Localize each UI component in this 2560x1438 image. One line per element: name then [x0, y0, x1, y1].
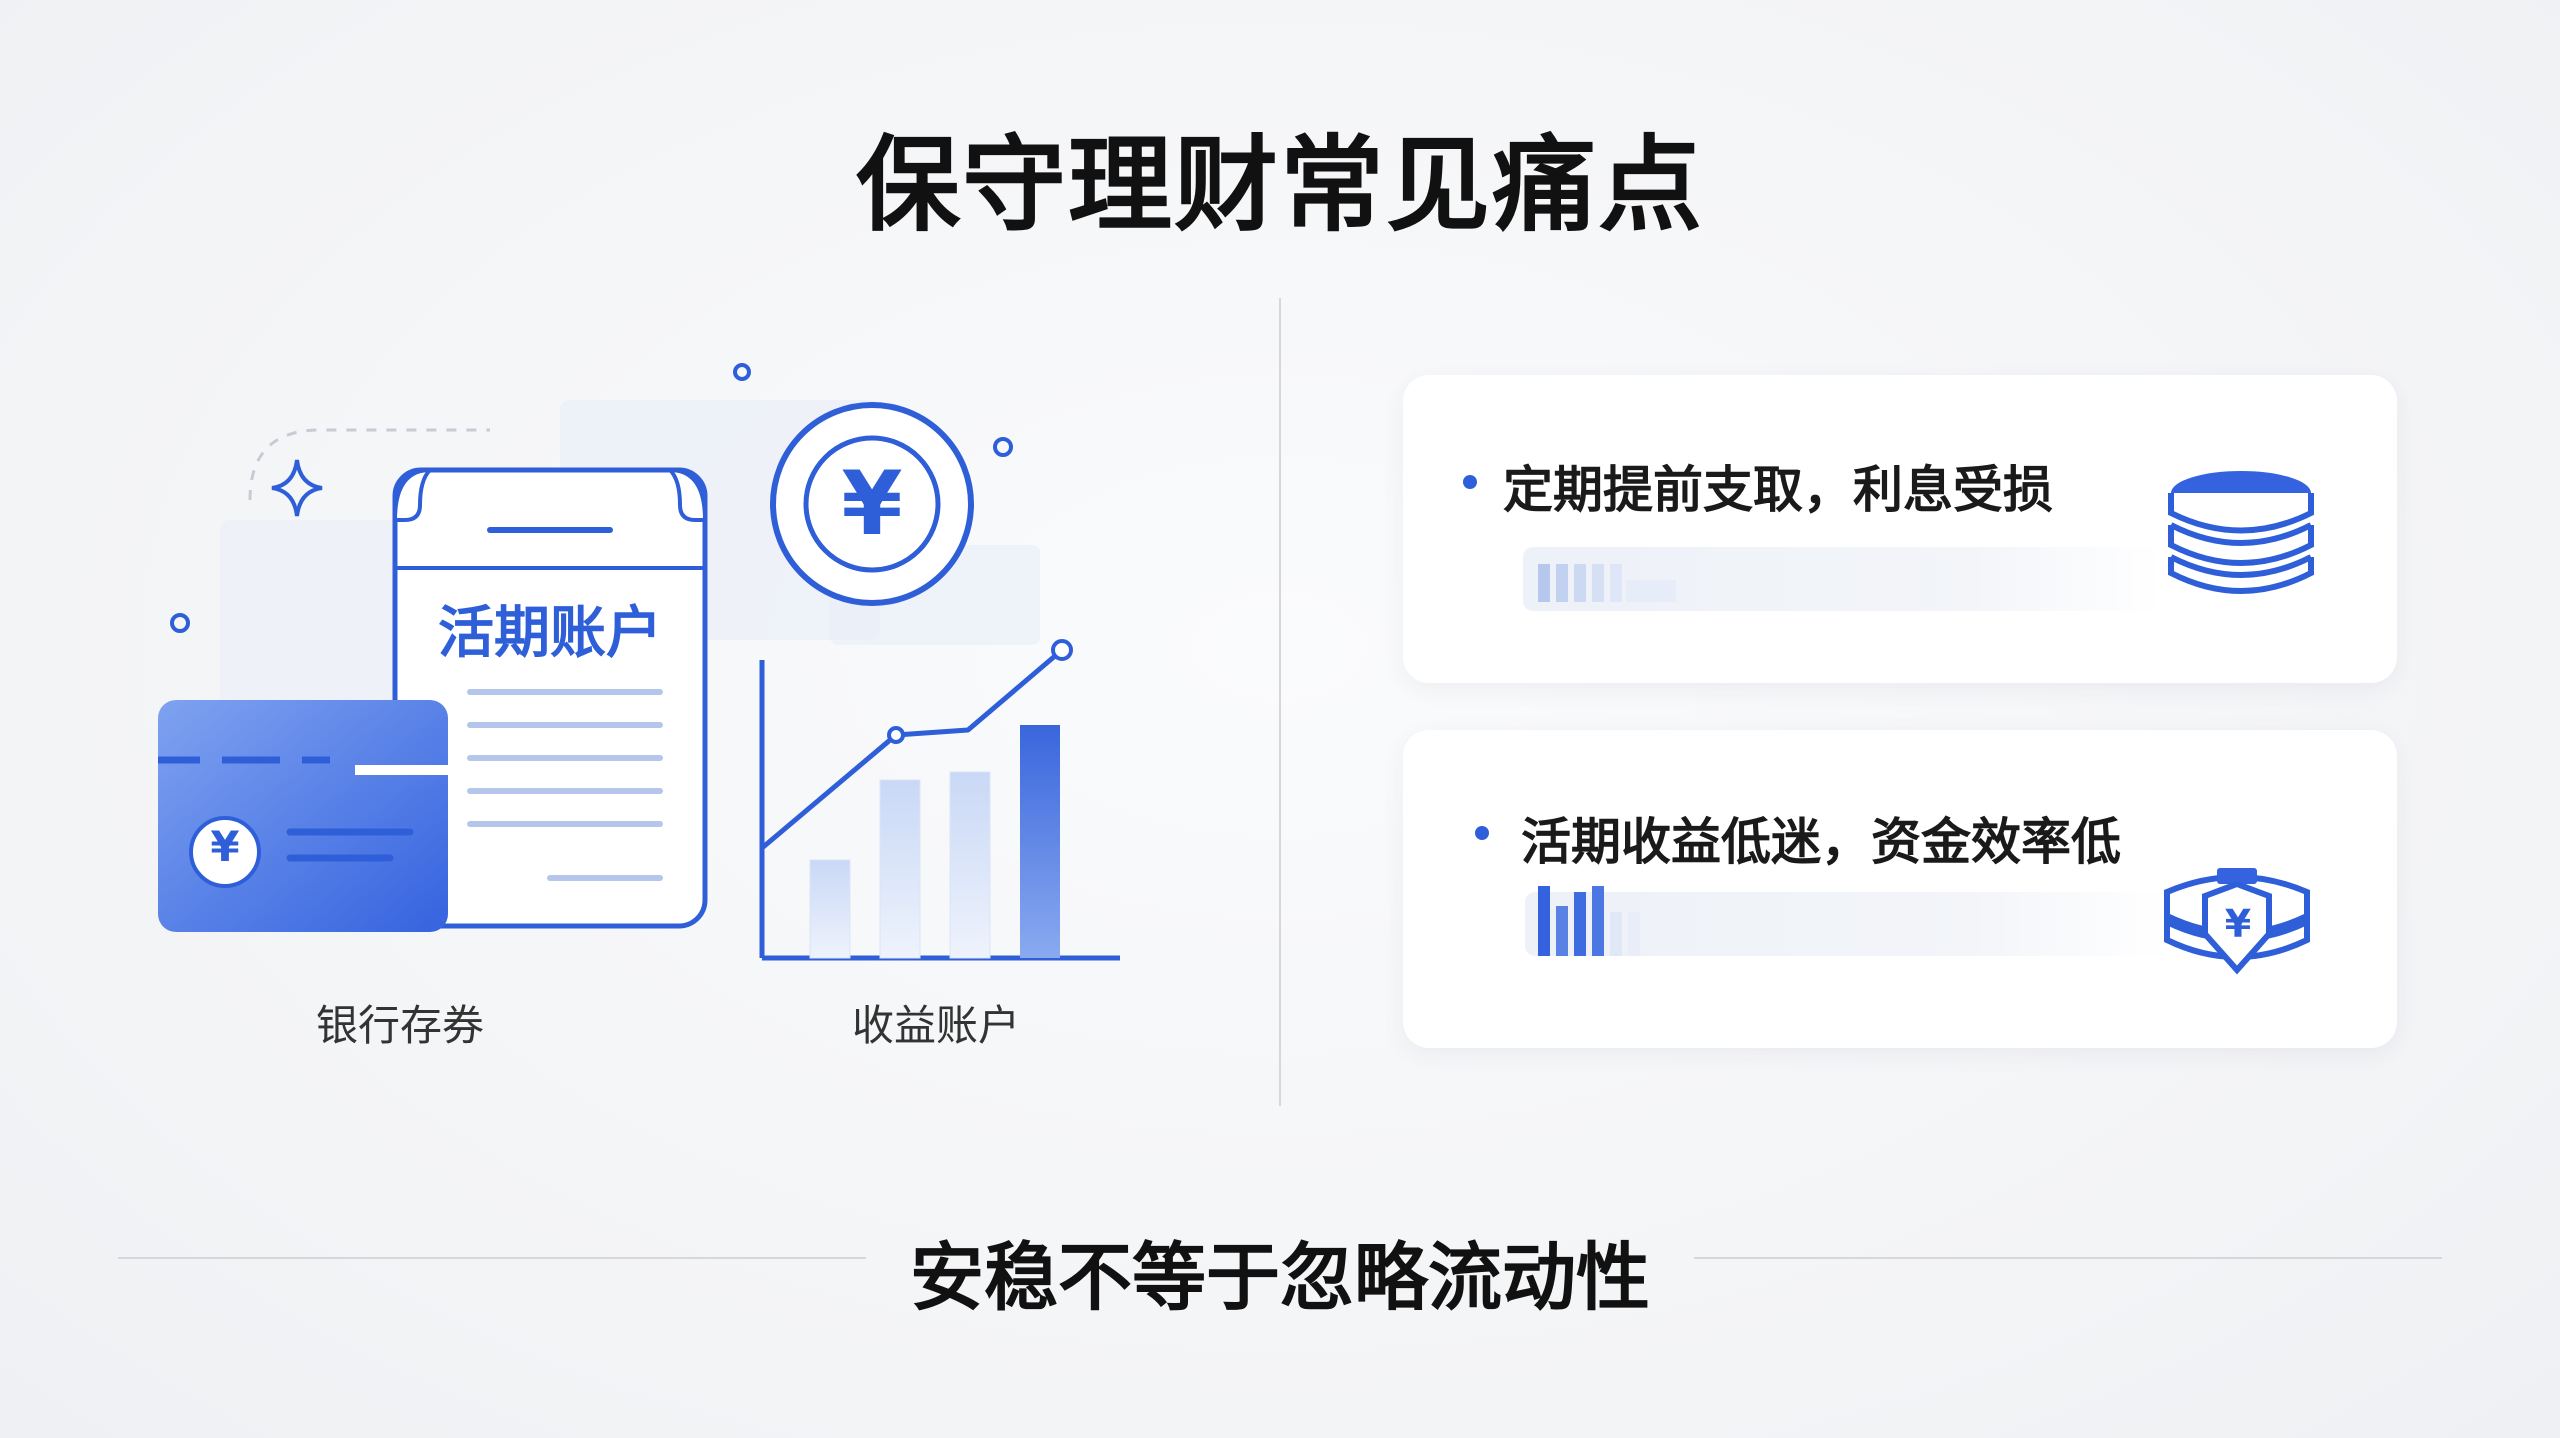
document-icon [392, 467, 708, 929]
yield-account-label: 收益账户 [851, 1001, 1020, 1050]
dot-icon [733, 363, 751, 381]
pain-point-card: 活期收益低迷，资金效率低 ¥ [1403, 730, 2397, 1048]
mini-bar-graphic [1538, 564, 1676, 602]
mini-bar-graphic [1538, 886, 1640, 956]
illustration: 活期账户 ¥ ¥ [130, 340, 1190, 1060]
dot-icon [993, 437, 1013, 457]
pain-point-card: 定期提前支取，利息受损 [1403, 375, 2397, 683]
dot-icon [170, 613, 190, 633]
bullet-dot [1475, 826, 1489, 840]
yuan-coin-icon [770, 402, 974, 606]
vertical-divider [1279, 298, 1281, 1106]
coin-stack-icon [2168, 471, 2314, 594]
growth-chart-icon [759, 639, 1120, 961]
illustration-graphic [158, 363, 1120, 961]
pain-point-text: 活期收益低迷，资金效率低 [1521, 813, 2121, 871]
coin-yuan-symbol: ¥ [841, 452, 903, 555]
footer-rule-left [118, 1257, 866, 1259]
bullet-dot [1463, 475, 1477, 489]
yuan-shield-stack-icon [2164, 868, 2310, 975]
footer-rule-right [1694, 1257, 2442, 1259]
footer-slogan: 安稳不等于忽略流动性 [910, 1235, 1650, 1321]
document-title: 活期账户 [438, 601, 662, 666]
bank-deposit-label: 银行存券 [315, 1001, 484, 1050]
card-yuan-symbol: ¥ [210, 822, 240, 871]
page-title: 保守理财常见痛点 [855, 124, 1704, 246]
shield-yuan-symbol: ¥ [2224, 902, 2252, 946]
dashed-line [248, 428, 490, 501]
sparkle-icon [271, 459, 323, 517]
pain-point-text: 定期提前支取，利息受损 [1503, 461, 2053, 519]
bank-card-icon [158, 700, 448, 932]
